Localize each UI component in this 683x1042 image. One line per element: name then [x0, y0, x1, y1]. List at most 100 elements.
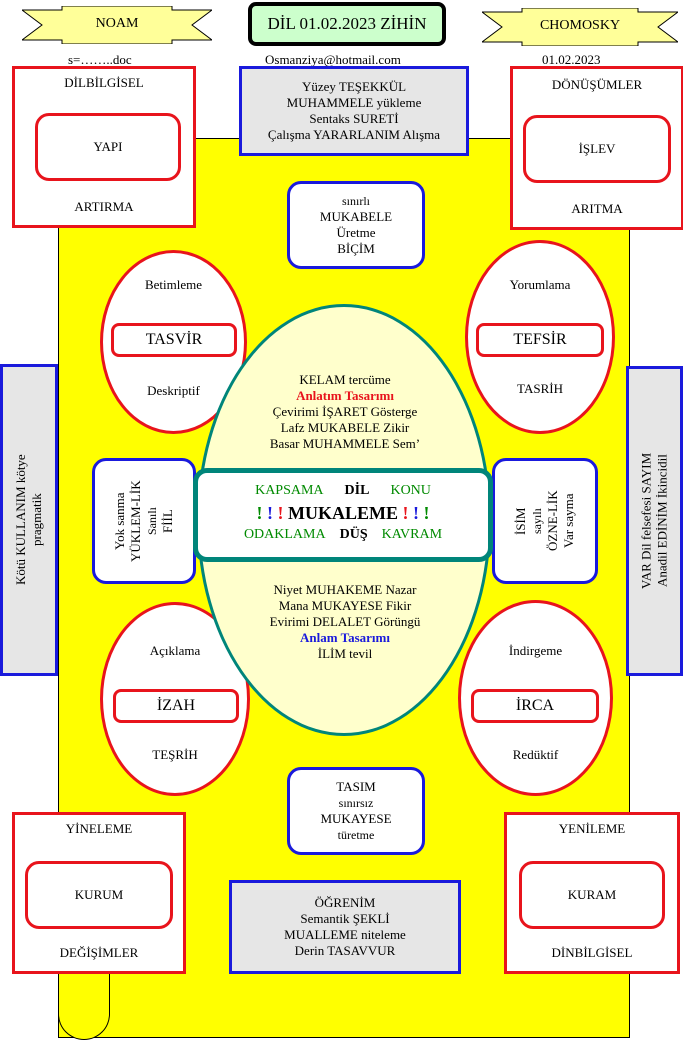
file-label: s=……..doc [68, 52, 132, 67]
central-line: Anlatım Tasarımı [296, 388, 394, 403]
core-row-1: KAPSAMA DİL KONU [198, 483, 488, 499]
exclaim: ! [267, 503, 273, 523]
bottom-box-line: MUALLEME niteleme [284, 927, 406, 942]
bottom-box-line: Semantik ŞEKLİ [300, 911, 390, 926]
corner-inner: KURUM [25, 861, 173, 929]
side-right-text: İSİM sayılı ÖZNE-LİK Var sayma [495, 461, 595, 581]
exclaim: ! [277, 503, 284, 523]
lower-mid-line: türetme [337, 828, 375, 842]
central-line: Anlam Tasarımı [300, 630, 390, 645]
core-row-2: ! ! ! MUKALEME ! ! ! [198, 503, 488, 524]
ellipse-inner: TEFSİR [476, 323, 604, 357]
side-left-line: FİİL [160, 509, 175, 533]
central-core-box: KAPSAMA DİL KONU ! ! ! MUKALEME ! ! ! OD… [193, 468, 493, 562]
corner-label: YENİLEME [558, 821, 626, 836]
central-line: Çevirimi İŞARET Gösterge [272, 404, 418, 419]
corner-label: DİNBİLGİSEL [551, 945, 633, 960]
far-left-text: Kötü KULLANIM kötye pragmatik [3, 367, 55, 673]
corner-label: DİLBİLGİSEL [64, 75, 144, 90]
ellipse-bottom-right: İndirgeme İRCA Redüktif [458, 600, 613, 796]
page-title: DİL 01.02.2023 ZİHİN [248, 2, 446, 46]
corner-label: DÖNÜŞÜMLER [551, 77, 643, 92]
far-left-line: Kötü KULLANIM kötye [13, 454, 28, 586]
top-box-line: Çalışma YARARLANIM Alışma [267, 127, 441, 142]
upper-mid-line: MUKABELE [319, 209, 393, 224]
corner-label: YİNELEME [65, 821, 133, 836]
central-line: KELAM tercüme [299, 372, 391, 387]
corner-box-top-left: DİLBİLGİSEL YAPI ARTIRMA [12, 66, 196, 228]
top-box-line: Yüzey TEŞEKKÜL [301, 79, 407, 94]
central-line: Mana MUKAYESE Fikir [278, 598, 412, 613]
far-right-text: VAR Dil felsefesi SAYIM Anadil EDİNİM İk… [629, 369, 680, 673]
ellipse-label: İndirgeme [508, 643, 563, 658]
corner-label: ARITMA [571, 201, 623, 216]
core-row-3: ODAKLAMA DÜŞ KAVRAM [198, 527, 488, 543]
ellipse-label: TASRİH [517, 381, 563, 396]
ellipse-label: Betimleme [144, 277, 203, 292]
exclaim: ! [402, 503, 409, 523]
upper-mid-line: Üretme [336, 225, 376, 240]
corner-inner: YAPI [35, 113, 181, 181]
core-word: DÜŞ [339, 527, 368, 542]
far-right-bar: VAR Dil felsefesi SAYIM Anadil EDİNİM İk… [626, 366, 683, 676]
top-box-line: MUHAMMELE yükleme [286, 95, 422, 110]
central-line: Lafz MUKABELE Zikir [280, 420, 410, 435]
bottom-box-line: ÖĞRENİM [314, 895, 376, 910]
right-ribbon-label: CHOMOSKY [539, 18, 621, 33]
central-line: Basar MUHAMMELE Sem’ [269, 436, 421, 451]
side-box-left: Yok sanma YÜKLEM-LİK Sanılı FİİL [92, 458, 196, 584]
lower-mid-line: sınırsız [338, 796, 374, 810]
lower-mid-box: TASIM sınırsız MUKAYESE türetme [287, 767, 425, 855]
central-line: Evirimi DELALET Görüngü [269, 614, 421, 629]
lower-mid-line: MUKAYESE [320, 811, 392, 826]
core-word: ODAKLAMA [243, 527, 326, 542]
side-left-line: Yok sanma [112, 492, 127, 550]
core-main-word: MUKALEME [288, 503, 398, 523]
corner-label: ARTIRMA [74, 199, 134, 214]
upper-mid-line: sınırlı [341, 194, 370, 208]
central-lower-text: Niyet MUHAKEME Nazar Mana MUKAYESE Fikir… [220, 576, 470, 668]
date-text: 01.02.2023 [542, 52, 601, 67]
side-right-line: sayılı [530, 508, 544, 534]
ellipse-label: TEŞRİH [152, 747, 198, 762]
top-center-box: Yüzey TEŞEKKÜL MUHAMMELE yükleme Sentaks… [239, 66, 469, 156]
central-upper-text: KELAM tercüme Anlatım Tasarımı Çevirimi … [220, 366, 470, 458]
core-word: KAPSAMA [255, 483, 324, 498]
corner-box-bottom-right: YENİLEME KURAM DİNBİLGİSEL [504, 812, 680, 974]
corner-inner: KURAM [519, 861, 665, 929]
corner-label: DEĞİŞİMLER [59, 945, 139, 960]
central-line: Niyet MUHAKEME Nazar [273, 582, 417, 597]
side-left-line: Sanılı [145, 507, 159, 536]
ellipse-label: Redüktif [512, 747, 559, 762]
ellipse-inner: İZAH [113, 689, 239, 723]
exclaim: ! [423, 503, 430, 523]
core-word: KAVRAM [381, 527, 443, 542]
far-right-line: Anadil EDİNİM İkincidil [654, 454, 670, 588]
corner-inner: İŞLEV [523, 115, 671, 183]
side-left-text: Yok sanma YÜKLEM-LİK Sanılı FİİL [95, 461, 193, 581]
ellipse-label: Yorumlama [509, 277, 571, 292]
side-right-line: ÖZNE-LİK [545, 490, 560, 552]
left-ribbon-shape [22, 6, 212, 44]
bottom-box-line: Derin TASAVVUR [294, 943, 396, 958]
far-right-line: VAR Dil felsefesi SAYIM [638, 452, 654, 590]
core-word: DİL [344, 483, 370, 498]
email-text: Osmanziya@hotmail.com [265, 52, 401, 67]
upper-mid-box: sınırlı MUKABELE Üretme BİÇİM [287, 181, 425, 269]
corner-box-bottom-left: YİNELEME KURUM DEĞİŞİMLER [12, 812, 186, 974]
ellipse-inner: İRCA [471, 689, 599, 723]
ellipse-label: Deskriptif [147, 383, 200, 398]
top-box-line: Sentaks SURETİ [309, 111, 399, 126]
central-line: İLİM tevil [317, 646, 373, 661]
ellipse-inner: TASVİR [111, 323, 237, 357]
right-ribbon-shape [482, 8, 678, 46]
upper-mid-line: BİÇİM [337, 241, 375, 256]
core-word: KONU [390, 483, 431, 498]
corner-box-top-right: DÖNÜŞÜMLER İŞLEV ARITMA [510, 66, 683, 230]
bottom-center-box: ÖĞRENİM Semantik ŞEKLİ MUALLEME niteleme… [229, 880, 461, 974]
side-right-line: Var sayma [561, 493, 576, 549]
lower-mid-line: TASIM [336, 779, 376, 794]
far-left-line: pragmatik [29, 493, 44, 547]
side-left-line: YÜKLEM-LİK [128, 480, 143, 562]
exclaim: ! [413, 503, 419, 523]
